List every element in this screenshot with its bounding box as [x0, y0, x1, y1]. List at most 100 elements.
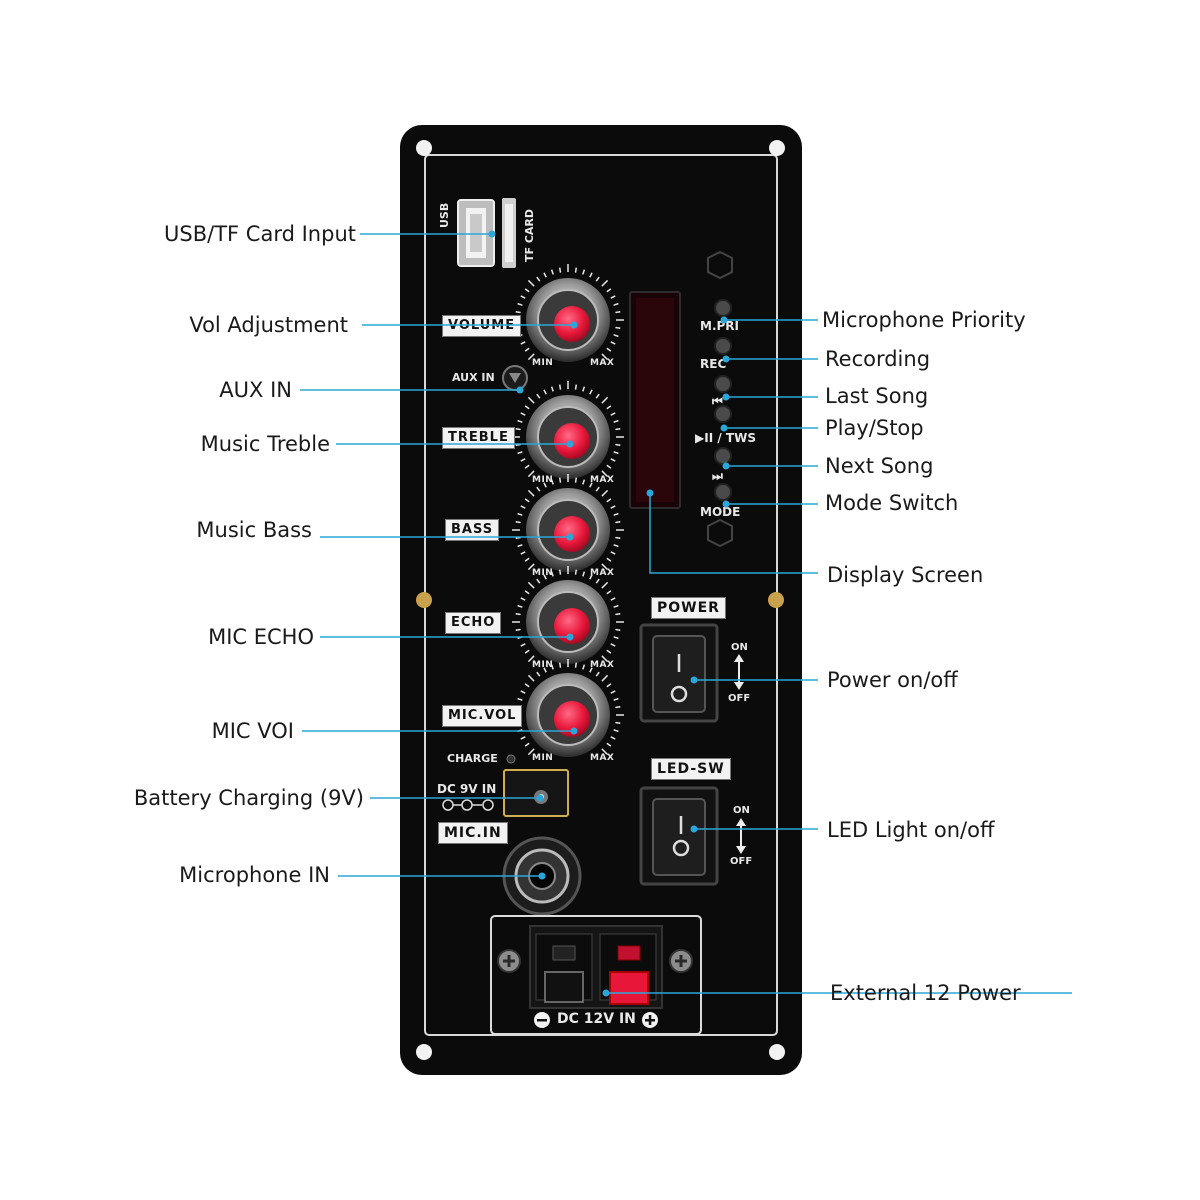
negative-terminal [544, 971, 584, 1003]
screw-hole [416, 1044, 432, 1060]
knob-tick [615, 310, 621, 314]
knob-tick [610, 551, 616, 555]
knob-tick [536, 486, 541, 492]
screw-hole [416, 140, 432, 156]
control-button-column [714, 299, 732, 501]
knob-tick [601, 470, 609, 478]
knob-tick [550, 386, 554, 392]
dc-12v-label: DC 12V IN [557, 1011, 636, 1027]
knob-tick [558, 662, 562, 668]
knob-tick [520, 341, 526, 345]
knob-tick [524, 347, 530, 352]
knob-tick [527, 563, 535, 571]
knob-tick [595, 276, 600, 282]
knob-tick [558, 477, 562, 483]
knob-tick [517, 604, 523, 608]
callout-mic-voi: MIC VOI [211, 719, 294, 743]
knob-tick [582, 479, 586, 485]
knob-tick [613, 334, 619, 338]
knob-tick [613, 729, 619, 733]
knob-tick [515, 628, 521, 632]
knob-tick [543, 482, 547, 488]
callout-play-stop: Play/Stop [825, 416, 924, 440]
screw-hole [769, 1044, 785, 1060]
knob-tick [517, 451, 523, 455]
knob-tick [543, 272, 547, 278]
knob-tick [536, 578, 541, 584]
knob-tick [613, 604, 619, 608]
knob-tick [613, 419, 619, 423]
knob-label: BASS [445, 519, 500, 541]
aux-in-label: AUX IN [452, 371, 495, 384]
screw-hole [769, 140, 785, 156]
knob-label: VOLUME [442, 315, 522, 337]
knob-tick [606, 649, 612, 654]
knob-tick [520, 690, 526, 694]
mic-in-label: MIC.IN [438, 822, 508, 844]
knob-tick [582, 386, 586, 392]
knob-tick [527, 279, 535, 287]
knob-tick [536, 393, 541, 399]
knob-tick [606, 742, 612, 747]
knob-tick [550, 269, 554, 275]
brass-screw [768, 592, 784, 608]
knob-tick [574, 662, 578, 668]
knob-tick [524, 288, 530, 293]
callout-microphone-in: Microphone IN [179, 863, 330, 887]
knob-tick [606, 498, 612, 503]
knob-label: ECHO [445, 612, 502, 634]
callout-recording: Recording [825, 347, 931, 371]
brass-screw [416, 592, 432, 608]
knob-tick [517, 697, 523, 701]
control-button-label: ⏭ [712, 469, 723, 483]
knob-min-label: MIN [532, 753, 554, 763]
knob-tick [520, 597, 526, 601]
knob-tick [595, 578, 600, 584]
knob-tick [613, 544, 619, 548]
knob-tick [582, 571, 586, 577]
knob-tick [520, 295, 526, 299]
control-button [714, 447, 732, 465]
knob-tick [558, 384, 562, 390]
knob-min-label: MIN [532, 568, 554, 578]
knob-tick [610, 295, 616, 299]
knob-tick [515, 310, 521, 314]
control-button-label: M.PRI [700, 319, 739, 333]
callout-aux-in: AUX IN [219, 378, 292, 402]
knob-tick [610, 736, 616, 740]
control-button [714, 299, 732, 317]
knob-tick [615, 536, 621, 540]
knob-tick [601, 279, 609, 287]
control-button-label: ⏮ [712, 394, 723, 408]
terminal-block-frame [490, 915, 702, 1035]
knob-tick [517, 512, 523, 516]
callout-vol-adjustment: Vol Adjustment [189, 313, 348, 337]
knob-tick [527, 748, 535, 756]
knob-tick [543, 667, 547, 673]
knob-tick [524, 649, 530, 654]
knob-tick [558, 267, 562, 273]
knob-max-label: MAX [590, 358, 615, 368]
knob-tick [589, 389, 593, 395]
charge-label: CHARGE [447, 752, 498, 765]
control-button [714, 375, 732, 393]
knob-tick [524, 557, 530, 562]
knob-max-label: MAX [590, 660, 615, 670]
knob-tick [536, 671, 541, 677]
knob-tick [606, 405, 612, 410]
led-on-label: ON [733, 805, 750, 816]
knob-tick [610, 412, 616, 416]
dc-9v-label: DC 9V IN [437, 782, 497, 796]
callout-next-song: Next Song [825, 454, 934, 478]
knob-tick [615, 628, 621, 632]
knob-tick [589, 482, 593, 488]
knob-tick [601, 563, 609, 571]
knob-min-label: MIN [532, 475, 554, 485]
knob-tick [601, 396, 609, 404]
knob-tick [524, 464, 530, 469]
knob-tick [601, 581, 609, 589]
callout-microphone-priority: Microphone Priority [822, 308, 1026, 332]
knob-tick [517, 302, 523, 306]
knob-tick [527, 353, 535, 361]
